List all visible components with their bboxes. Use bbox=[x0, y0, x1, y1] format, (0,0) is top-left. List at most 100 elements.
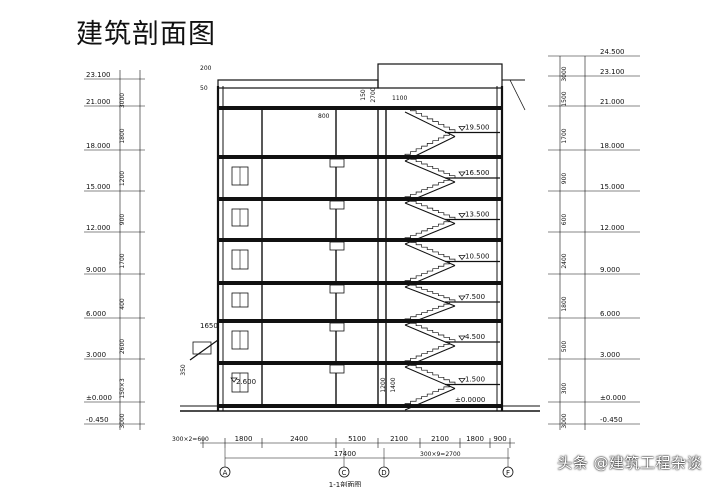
right-elevation-label: 6.000 bbox=[600, 310, 620, 318]
stair-flight bbox=[404, 132, 455, 157]
step-dim-label: 300×2=600 bbox=[172, 436, 209, 443]
stair-stringer bbox=[404, 305, 456, 326]
floor-slab bbox=[218, 238, 502, 242]
misc-dim: 1100 bbox=[392, 95, 407, 102]
right-elevation-label: 9.000 bbox=[600, 266, 620, 274]
right-elevation-label: 12.000 bbox=[600, 224, 625, 232]
bottom-dim-label: 5100 bbox=[348, 435, 366, 443]
stair-stringer bbox=[404, 223, 456, 245]
floor-slab bbox=[218, 197, 502, 201]
axis-label: F bbox=[506, 469, 510, 477]
stair-stringer bbox=[404, 286, 456, 307]
floor-slab bbox=[218, 319, 502, 323]
axis-label: C bbox=[342, 469, 347, 477]
stair-stringer bbox=[404, 388, 456, 411]
right-vertical-dim: 900 bbox=[561, 173, 568, 185]
floor-slab bbox=[218, 106, 502, 110]
left-elevation-label: 15.000 bbox=[86, 183, 111, 191]
right-vertical-dim: 3000 bbox=[561, 413, 568, 428]
stair-stringer bbox=[404, 202, 456, 224]
floor-slab bbox=[218, 404, 502, 408]
axis-label: A bbox=[223, 469, 228, 477]
right-elevation-label: 24.500 bbox=[600, 48, 625, 56]
right-vertical-dim: 1700 bbox=[561, 128, 568, 143]
stair-flight bbox=[405, 156, 456, 178]
right-vertical-dim: 3000 bbox=[561, 66, 568, 81]
left-elevation-label: 18.000 bbox=[86, 142, 111, 150]
stair-flight bbox=[405, 239, 456, 262]
stair-roof-room bbox=[377, 63, 503, 89]
right-elevation-label: 23.100 bbox=[600, 68, 625, 76]
left-vertical-dim: 2600 bbox=[119, 339, 126, 354]
stair-flight bbox=[404, 219, 455, 240]
floor-slab bbox=[218, 281, 502, 285]
left-elevation-label: ±0.000 bbox=[86, 394, 112, 402]
eave-detail bbox=[509, 79, 526, 111]
stair-flight bbox=[405, 320, 456, 342]
stair-stringer bbox=[404, 160, 456, 183]
bottom-dim-label: 900 bbox=[493, 435, 506, 443]
left-elevation-label: 21.000 bbox=[86, 98, 111, 106]
stair-flight bbox=[405, 362, 456, 385]
left-vertical-dim: 900 bbox=[119, 214, 126, 226]
right-elevation-label: -0.450 bbox=[600, 416, 623, 424]
left-elevation-label: 6.000 bbox=[86, 310, 106, 318]
page-title: 建筑剖面图 bbox=[76, 19, 216, 50]
right-vertical-dim: 1500 bbox=[561, 91, 568, 106]
axis-bubble bbox=[378, 466, 390, 478]
canopy bbox=[189, 339, 219, 361]
right-elevation-label: 18.000 bbox=[600, 142, 625, 150]
stair-stringer bbox=[404, 111, 456, 137]
stair-flight bbox=[404, 301, 455, 321]
right-vertical-dim: 300 bbox=[561, 383, 568, 395]
right-elevation-label: 15.000 bbox=[600, 183, 625, 191]
left-vertical-dim: 3000 bbox=[119, 93, 126, 108]
stair-flight bbox=[404, 384, 455, 406]
landing-level-label: 4.500 bbox=[465, 333, 485, 341]
ground-level-label: ±0.0000 bbox=[455, 396, 485, 404]
landing-marker bbox=[458, 171, 466, 177]
beam-section bbox=[329, 284, 345, 294]
stair-stringer bbox=[404, 265, 456, 288]
left-vertical-dim: 1800 bbox=[119, 128, 126, 143]
landing-level-label: 19.500 bbox=[465, 124, 490, 132]
misc-dim: 350 bbox=[180, 364, 187, 376]
landing-marker bbox=[458, 255, 466, 261]
misc-dim: 150 bbox=[360, 89, 367, 101]
misc-dim: 1400 bbox=[390, 377, 397, 392]
beam-section bbox=[329, 158, 345, 168]
left-vertical-dim: 1200 bbox=[119, 171, 126, 186]
section-label: 1-1剖面图 bbox=[329, 480, 361, 487]
right-elevation-label: 21.000 bbox=[600, 98, 625, 106]
bottom-dim-label: 2400 bbox=[290, 435, 308, 443]
stair-stringer bbox=[404, 324, 456, 347]
floor-slab bbox=[218, 155, 502, 159]
left-vertical-dim: 400 bbox=[119, 298, 126, 310]
stair-dim-label: 300×9=2700 bbox=[420, 451, 461, 458]
misc-dim: 800 bbox=[318, 113, 330, 120]
floor-slab bbox=[218, 361, 502, 365]
landing-marker bbox=[458, 126, 466, 132]
watermark: 头条 @建筑工程杂谈 bbox=[557, 454, 702, 472]
axis-bubble bbox=[219, 466, 231, 478]
beam-section bbox=[329, 322, 345, 332]
canopy-marker bbox=[230, 377, 238, 383]
left-elevation-label: 12.000 bbox=[86, 224, 111, 232]
canopy-box bbox=[192, 341, 212, 355]
landing-marker bbox=[458, 213, 466, 219]
left-elevation-label: -0.450 bbox=[86, 416, 109, 424]
bottom-dim-label: 2100 bbox=[390, 435, 408, 443]
misc-dim: 1200 bbox=[380, 377, 387, 392]
misc-dim: 200 bbox=[200, 65, 212, 72]
stair-flight bbox=[405, 282, 456, 302]
beam-section bbox=[329, 364, 345, 374]
right-vertical-dim: 1800 bbox=[561, 296, 568, 311]
landing-level-label: 13.500 bbox=[465, 211, 490, 219]
landing-level-label: 1.500 bbox=[465, 376, 485, 384]
right-vertical-dim: 2400 bbox=[561, 253, 568, 268]
landing-level-label: 10.500 bbox=[465, 253, 490, 261]
left-vertical-dim: 150×3 bbox=[119, 378, 126, 398]
right-vertical-dim: 600 bbox=[561, 214, 568, 226]
landing-marker bbox=[458, 335, 466, 341]
left-elevation-label: 3.000 bbox=[86, 351, 106, 359]
